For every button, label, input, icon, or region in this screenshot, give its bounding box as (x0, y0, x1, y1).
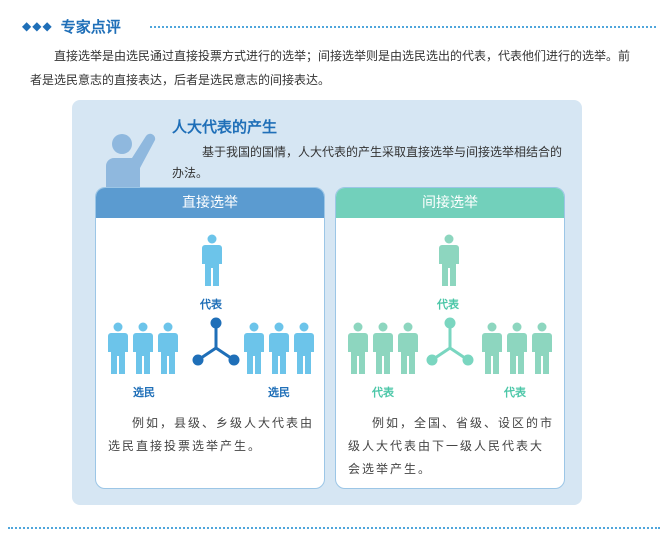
indirect-election-diagram (348, 234, 552, 374)
section-title: 专家点评 (60, 17, 121, 36)
top-label: 代表 (437, 298, 459, 311)
card-text: 例如，县级、乡级人大代表由选民直接投票选举产生。 (108, 416, 315, 453)
panel-description: 基于我国的国情，人大代表的产生采取直接选举与间接选举相结合的办法。 (172, 145, 563, 180)
representative-icon (532, 322, 552, 374)
intro-paragraph: 直接选举是由选民通过直接投票方式进行的选举；间接选举则是由选民选出的代表，代表他… (30, 49, 631, 87)
representative-icon (482, 322, 502, 374)
divider (150, 26, 656, 28)
card-text: 例如，全国、省级、设区的市级人大代表由下一级人民代表大会选举产生。 (348, 416, 555, 476)
representative-icon (507, 322, 527, 374)
section-header: ◆◆◆ 专家点评 (22, 16, 121, 36)
connector-icon (192, 317, 240, 366)
voter-icon (269, 322, 289, 374)
voter-icon (294, 322, 314, 374)
top-label: 代表 (200, 298, 222, 311)
representative-icon (439, 234, 459, 286)
representative-icon (348, 322, 368, 374)
representative-icon (398, 322, 418, 374)
bottom-divider (8, 527, 660, 529)
voter-icon (108, 322, 128, 374)
right-label: 代表 (504, 386, 526, 399)
connector-icon (426, 317, 474, 366)
panel-title: 人大代表的产生 (172, 118, 278, 136)
left-label: 代表 (372, 386, 394, 399)
indirect-election-card: 间接选举 代表 代表 代表 例如，全国、省级、设区的市级人大代表由下一级人民代表… (335, 187, 565, 489)
card-title: 间接选举 (336, 188, 564, 218)
representative-icon (202, 234, 222, 286)
voter-icon (133, 322, 153, 374)
card-title: 直接选举 (96, 188, 324, 218)
presenter-icon (106, 133, 156, 190)
direct-election-diagram (108, 234, 314, 374)
representative-icon (373, 322, 393, 374)
direct-election-card: 直接选举 代表 选民 选民 例如，县级、乡级人大代表由选民直接投票选举产生。 (95, 187, 325, 489)
voter-icon (158, 322, 178, 374)
right-label: 选民 (268, 386, 290, 399)
left-label: 选民 (133, 386, 155, 399)
voter-icon (244, 322, 264, 374)
diamonds-icon: ◆◆◆ (22, 19, 53, 33)
